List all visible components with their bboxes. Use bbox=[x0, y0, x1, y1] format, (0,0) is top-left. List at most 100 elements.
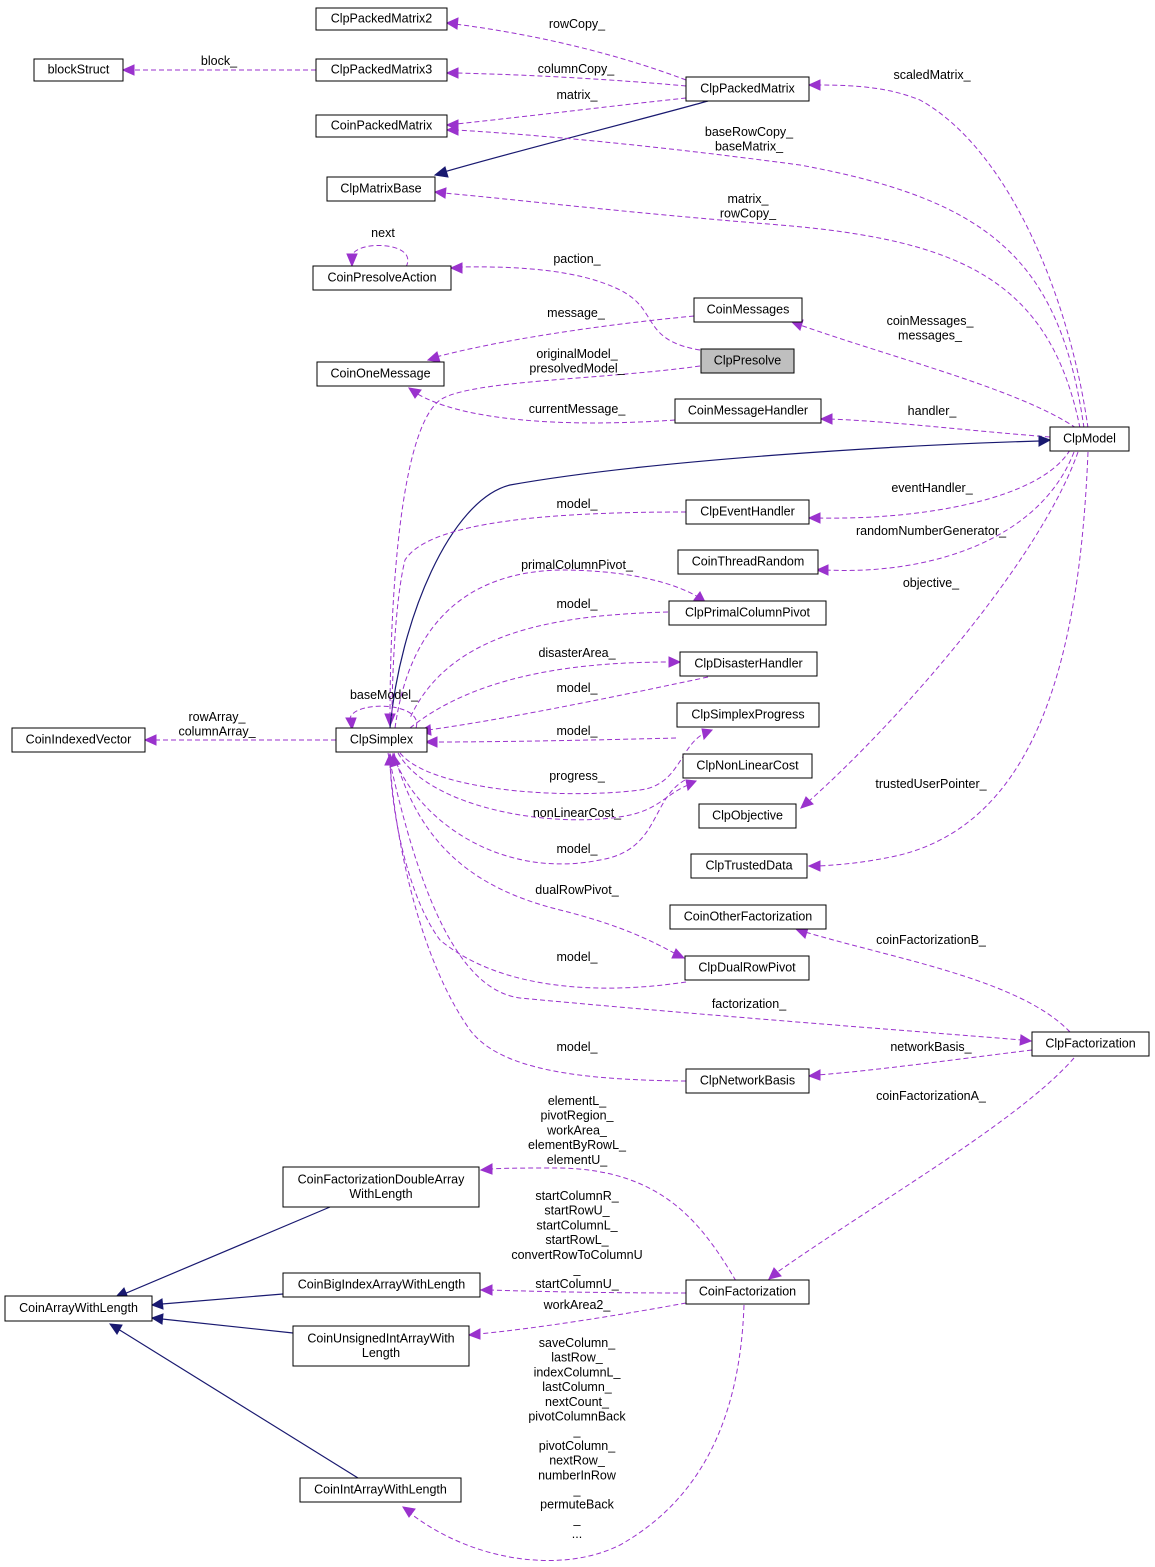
node-clp-packed-matrix2[interactable]: ClpPackedMatrix2 bbox=[315, 7, 448, 31]
node-label: ClpObjective bbox=[712, 809, 783, 823]
edge-label-block: block_ bbox=[201, 54, 238, 68]
node-box bbox=[1049, 426, 1130, 452]
edge-label-row-array: columnArray_ bbox=[178, 725, 256, 739]
arrowhead bbox=[807, 512, 821, 524]
arrowhead bbox=[1019, 1034, 1033, 1046]
edge-model-primal bbox=[409, 611, 669, 719]
node-box bbox=[282, 1272, 481, 1298]
node-clp-simplex[interactable]: ClpSimplex bbox=[335, 727, 428, 753]
edge-label-save-column: nextRow_ bbox=[549, 1454, 606, 1468]
edge-label-trusted-user-pointer: trustedUserPointer_ bbox=[875, 777, 987, 791]
node-box bbox=[700, 348, 795, 374]
edge-label-matrix-row-copy: matrix_ bbox=[728, 192, 770, 206]
edge-label-save-column: ... bbox=[572, 1527, 582, 1541]
edge-label-coin-factorization-b: coinFactorizationB_ bbox=[876, 933, 987, 947]
arrowhead bbox=[807, 860, 821, 872]
edge-factorization bbox=[387, 752, 1023, 1041]
edge-label-row-array: rowArray_ bbox=[189, 710, 247, 724]
node-clp-packed-matrix3[interactable]: ClpPackedMatrix3 bbox=[315, 58, 448, 82]
node-clp-trusted-data[interactable]: ClpTrustedData bbox=[690, 853, 808, 879]
node-box bbox=[299, 1477, 462, 1503]
edge-label-save-column: permuteBack bbox=[540, 1498, 614, 1512]
node-box bbox=[335, 727, 428, 753]
edge-label-element-l: elementL_ bbox=[548, 1094, 607, 1108]
node-clp-model[interactable]: ClpModel bbox=[1049, 426, 1130, 452]
edge-label-base-model: baseModel_ bbox=[350, 688, 419, 702]
node-coin-packed-matrix[interactable]: CoinPackedMatrix bbox=[315, 114, 448, 138]
node-coin-factorization[interactable]: CoinFactorization bbox=[685, 1279, 810, 1305]
node-label: ClpSimplex bbox=[350, 733, 414, 747]
edge-model-dual bbox=[389, 761, 687, 989]
node-clp-presolve[interactable]: ClpPresolve bbox=[700, 348, 795, 374]
node-label: ClpNetworkBasis bbox=[700, 1074, 795, 1088]
edge-label-paction: paction_ bbox=[553, 252, 601, 266]
node-label: blockStruct bbox=[48, 63, 110, 77]
edge-label-model-progress: model_ bbox=[557, 724, 599, 738]
node-clp-dual-row-pivot[interactable]: ClpDualRowPivot bbox=[684, 955, 810, 981]
node-label: CoinThreadRandom bbox=[692, 555, 805, 569]
edge-currentmessage bbox=[415, 392, 676, 424]
node-box bbox=[684, 955, 810, 981]
node-label: CoinArrayWithLength bbox=[19, 1301, 138, 1315]
node-box bbox=[685, 76, 810, 102]
edge-label-start-column-r: startRowL_ bbox=[545, 1233, 609, 1247]
arrowhead bbox=[800, 796, 814, 809]
node-clp-matrix-base[interactable]: ClpMatrixBase bbox=[326, 176, 436, 202]
edge-primalcolumnpivot bbox=[394, 569, 701, 729]
node-clp-factorization[interactable]: ClpFactorization bbox=[1031, 1031, 1150, 1057]
node-clp-disaster-handler[interactable]: ClpDisasterHandler bbox=[679, 651, 818, 677]
edge-label-model-primal: model_ bbox=[557, 597, 599, 611]
edge-label-model-disaster: model_ bbox=[557, 681, 599, 695]
edge-label-save-column: _ bbox=[573, 1512, 582, 1526]
edge-model-progress bbox=[433, 737, 677, 743]
node-clp-simplex-progress[interactable]: ClpSimplexProgress bbox=[676, 702, 820, 728]
node-box bbox=[315, 114, 448, 138]
node-clp-primal-column-pivot[interactable]: ClpPrimalColumnPivot bbox=[668, 600, 827, 626]
arrowhead bbox=[150, 1298, 164, 1310]
arrowhead bbox=[449, 262, 463, 274]
node-coin-message-handler[interactable]: CoinMessageHandler bbox=[674, 398, 822, 424]
edge-label-disaster-area: disasterArea_ bbox=[538, 646, 616, 660]
node-coin-array-with-length[interactable]: CoinArrayWithLength bbox=[4, 1295, 153, 1322]
node-block-struct[interactable]: blockStruct bbox=[33, 58, 124, 82]
node-coin-one-message[interactable]: CoinOneMessage bbox=[316, 361, 445, 387]
node-label: ClpPrimalColumnPivot bbox=[685, 606, 811, 620]
node-box bbox=[676, 702, 820, 728]
edge-label-column-copy: columnCopy_ bbox=[538, 62, 615, 76]
node-clp-non-linear-cost[interactable]: ClpNonLinearCost bbox=[682, 753, 813, 779]
edge-inherit-unsignedint bbox=[161, 1318, 294, 1334]
node-box bbox=[685, 1279, 810, 1305]
node-label: CoinBigIndexArrayWithLength bbox=[298, 1278, 465, 1292]
edge-workarea2 bbox=[477, 1302, 687, 1335]
node-box bbox=[679, 651, 818, 677]
node-label: CoinPackedMatrix bbox=[331, 119, 433, 133]
node-clp-objective[interactable]: ClpObjective bbox=[698, 803, 797, 829]
edge-savecolumn bbox=[409, 1304, 745, 1561]
edge-disasterarea bbox=[409, 661, 671, 729]
node-clp-packed-matrix[interactable]: ClpPackedMatrix bbox=[685, 76, 810, 102]
node-coin-presolve-action[interactable]: CoinPresolveAction bbox=[312, 265, 452, 291]
edge-randomnumbergenerator bbox=[825, 451, 1075, 571]
edge-model-disaster bbox=[427, 676, 709, 731]
node-coin-big-index-array-with-length[interactable]: CoinBigIndexArrayWithLength bbox=[282, 1272, 481, 1298]
edge-label-handler: handler_ bbox=[908, 404, 958, 418]
node-box bbox=[693, 297, 803, 323]
node-label: ClpSimplexProgress bbox=[691, 708, 804, 722]
node-coin-thread-random[interactable]: CoinThreadRandom bbox=[677, 549, 819, 575]
node-coin-int-array-with-length[interactable]: CoinIntArrayWithLength bbox=[299, 1477, 462, 1503]
edge-label-model-dual: model_ bbox=[557, 950, 599, 964]
edge-label-matrix: matrix_ bbox=[557, 88, 599, 102]
node-coin-other-factorization[interactable]: CoinOtherFactorization bbox=[669, 904, 827, 930]
edge-label-message: message_ bbox=[547, 306, 606, 320]
edge-startcolumnr bbox=[489, 1289, 687, 1294]
node-coin-indexed-vector[interactable]: CoinIndexedVector bbox=[11, 727, 146, 753]
arrowhead bbox=[426, 351, 441, 363]
node-coin-messages[interactable]: CoinMessages bbox=[693, 297, 803, 323]
edge-label-base-row-copy: baseMatrix_ bbox=[715, 140, 784, 154]
arrowhead bbox=[121, 64, 135, 76]
node-label: ClpEventHandler bbox=[700, 505, 795, 519]
node-clp-event-handler[interactable]: ClpEventHandler bbox=[685, 499, 810, 525]
node-clp-network-basis[interactable]: ClpNetworkBasis bbox=[685, 1068, 810, 1094]
